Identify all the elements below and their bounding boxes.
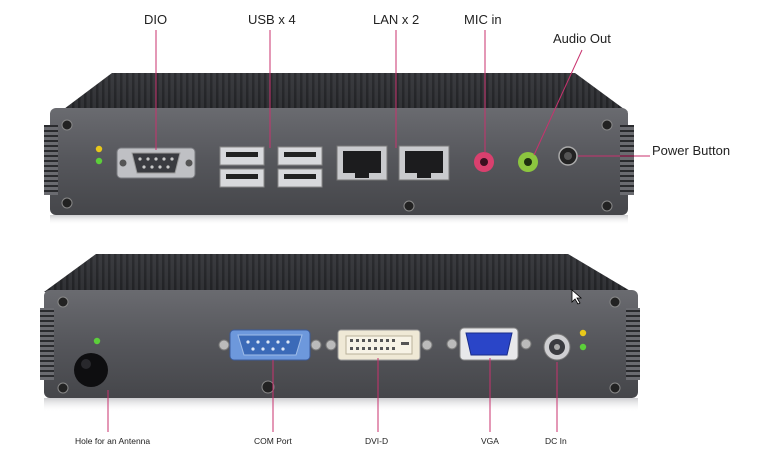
vga-port-icon xyxy=(446,327,532,361)
led-yellow-icon xyxy=(95,145,103,153)
lan-ports-icon xyxy=(336,145,450,181)
mic-jack-icon xyxy=(474,152,494,172)
led-yellow-icon xyxy=(579,329,587,337)
screw-icon xyxy=(61,119,73,131)
dio-label: DIO xyxy=(144,12,168,27)
lan-label: LAN x 2 xyxy=(373,12,420,27)
power-button-label: Power Button xyxy=(652,143,731,158)
audio-out-jack-icon xyxy=(518,152,538,172)
screw-icon xyxy=(609,382,621,394)
screw-icon xyxy=(601,200,613,212)
usb-ports-icon xyxy=(219,146,323,188)
led-green-icon xyxy=(93,337,101,345)
dc-in-icon xyxy=(543,333,571,361)
screw-icon xyxy=(403,200,415,212)
screw-icon xyxy=(57,296,69,308)
dio-port-icon xyxy=(116,147,196,179)
com-port-label: COM Port xyxy=(254,436,292,446)
screw-icon xyxy=(261,380,275,394)
audio-out-label: Audio Out xyxy=(553,31,611,46)
mic-label: MIC in xyxy=(464,12,502,27)
usb-label: USB x 4 xyxy=(248,12,296,27)
screw-icon xyxy=(601,119,613,131)
led-green-icon xyxy=(95,157,103,165)
antenna-label: Hole for an Antenna xyxy=(75,436,151,446)
dvi-label: DVI-D xyxy=(365,436,389,446)
dvi-port-icon xyxy=(325,329,433,361)
led-green-icon xyxy=(579,343,587,351)
screw-icon xyxy=(57,382,69,394)
screw-icon xyxy=(61,197,73,209)
cursor-icon xyxy=(571,289,583,305)
top-leader-lines xyxy=(155,30,650,157)
screw-icon xyxy=(609,296,621,308)
power-button-icon xyxy=(558,146,578,166)
com-port-icon xyxy=(218,329,322,361)
bottom-unit xyxy=(40,254,640,412)
antenna-hole-icon xyxy=(74,353,108,387)
bottom-leader-lines xyxy=(107,358,558,432)
top-unit xyxy=(44,73,634,225)
vga-label: VGA xyxy=(481,436,499,446)
dc-in-label: DC In xyxy=(545,436,567,446)
